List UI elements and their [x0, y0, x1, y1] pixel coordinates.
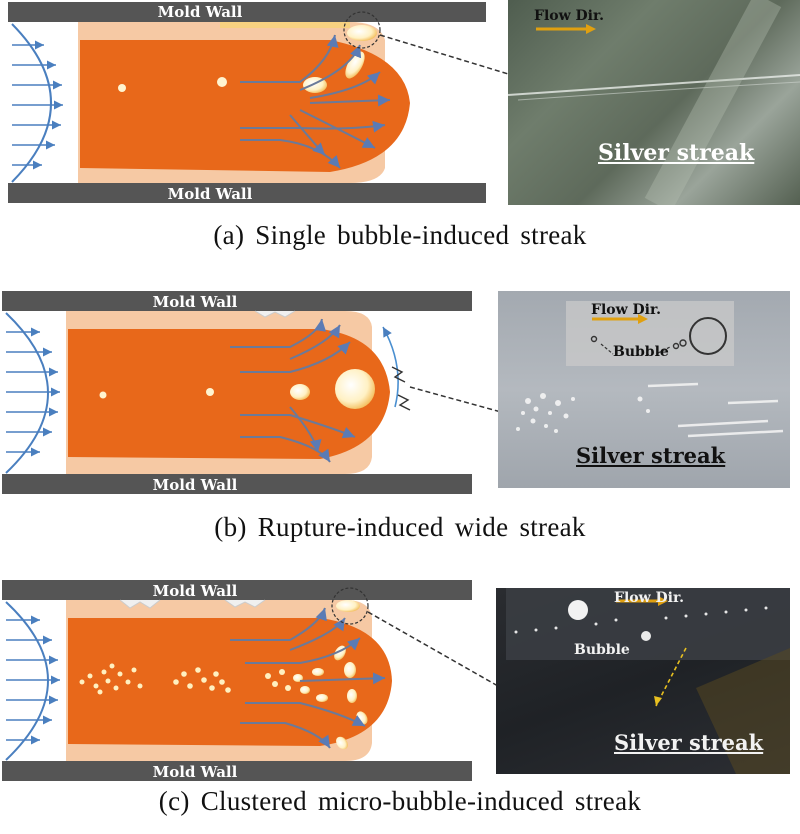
velocity-arrows [12, 40, 63, 170]
melt-front [80, 40, 410, 172]
panel-a-photo: Flow Dir. Silver streak [508, 0, 800, 205]
photo-streak-label: Silver streak [598, 140, 755, 166]
velocity-arrows [6, 615, 60, 745]
velocity-arrows [6, 327, 60, 457]
bubble-large [335, 369, 375, 409]
panel-b-photo: Flow Dir. Bubble Silver streak [498, 291, 790, 488]
fountain-flow-arrows [230, 318, 356, 463]
rupture-zigzag [391, 366, 406, 383]
skin-wrinkle [254, 310, 296, 318]
velocity-profile [11, 23, 52, 183]
fountain-flow-arrows [240, 34, 391, 169]
bubbles-near-front [293, 600, 368, 750]
photo-bubble-label: Bubble [574, 642, 630, 658]
photo-streak-label: Silver streak [614, 730, 764, 755]
bubble-medium [290, 384, 310, 400]
photo-flow-label: Flow Dir. [614, 590, 684, 606]
zoom-circle [331, 587, 369, 625]
velocity-profile [5, 312, 49, 474]
zoom-leader [367, 611, 506, 691]
panel-a: Mold Wall Mold Wall [0, 0, 800, 270]
photo-flow-label: Flow Dir. [591, 302, 661, 318]
bubble-small [206, 388, 214, 396]
zoom-leader [409, 386, 513, 416]
mold-wall-bottom-label: Mold Wall [168, 185, 253, 203]
caption-a: (a) Single bubble-induced streak [213, 220, 587, 250]
mold-wall-bottom [8, 183, 486, 203]
photo-texture [506, 588, 790, 774]
panel-b: Mold Wall Mold Wall [0, 287, 800, 557]
micro-bubble-cluster [79, 663, 291, 695]
mold-wall-top [8, 2, 486, 22]
photo-texture [516, 301, 784, 438]
bubble-small [99, 391, 107, 399]
photo-flow-label: Flow Dir. [534, 8, 604, 24]
panel-b-schematic: Mold Wall Mold Wall [2, 291, 513, 494]
panel-a-schematic: Mold Wall Mold Wall [8, 2, 529, 203]
streak-mark [220, 22, 350, 28]
mold-wall-bottom [2, 761, 472, 781]
photo-texture [508, 0, 800, 205]
mold-wall-bottom-label: Mold Wall [153, 476, 238, 494]
mold-wall-top-label: Mold Wall [158, 3, 243, 21]
fountain-flow-arrows [230, 607, 386, 749]
mold-wall-top-label: Mold Wall [153, 293, 238, 311]
melt-front [68, 329, 390, 459]
panel-c-photo: Flow Dir. Bubble Silver streak [496, 588, 790, 774]
mold-wall-top [2, 580, 472, 600]
panel-c-schematic: Mold Wall Mold Wall [2, 580, 506, 781]
velocity-profile [5, 601, 49, 761]
photo-bubble-label: Bubble [613, 344, 669, 360]
rupture-zigzag [397, 394, 411, 411]
zoom-leader [379, 34, 529, 81]
zoom-circle [343, 11, 381, 49]
mold-wall-top [2, 291, 472, 311]
mold-wall-top-label: Mold Wall [153, 582, 238, 600]
caption-c: (c) Clustered micro-bubble-induced strea… [158, 786, 642, 816]
photo-streak-label: Silver streak [576, 443, 726, 468]
skin-wrinkles [119, 599, 266, 609]
panel-c: Mold Wall Mold Wall [0, 578, 800, 834]
melt-front [68, 618, 392, 746]
rupture-arrow [382, 326, 399, 408]
bubble-small [217, 77, 227, 87]
mold-wall-bottom-label: Mold Wall [153, 763, 238, 781]
mold-wall-bottom [2, 474, 472, 494]
caption-b: (b) Rupture-induced wide streak [214, 512, 586, 542]
bubble-at-wall [347, 25, 377, 41]
bubble-small [118, 84, 126, 92]
